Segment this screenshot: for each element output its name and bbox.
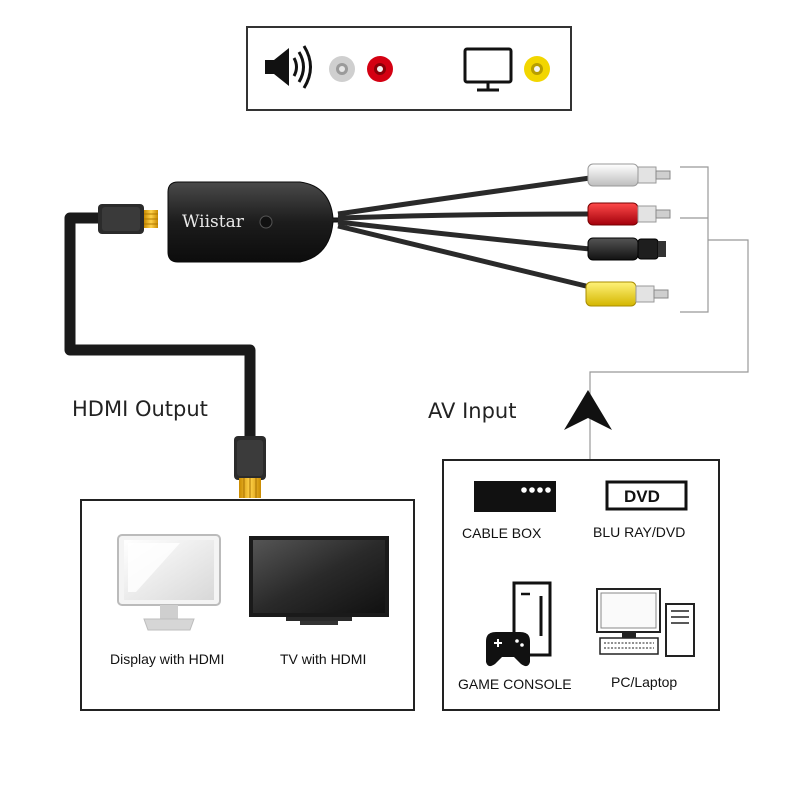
bottom-hdmi-plug	[234, 436, 266, 498]
game-console-label: GAME CONSOLE	[458, 676, 572, 692]
cable-box-icon	[474, 481, 556, 512]
game-console-icon	[486, 581, 552, 667]
adapter-body: Wiistar	[167, 181, 341, 263]
red-jack-icon	[367, 56, 393, 82]
left-hdmi-plug	[98, 204, 158, 234]
hdmi-output-label: HDMI Output	[72, 397, 208, 421]
tv-icon	[249, 536, 389, 625]
red-rca-plug	[587, 202, 671, 226]
legend-box	[246, 26, 572, 111]
yellow-jack-icon	[524, 56, 550, 82]
rca-cables	[337, 175, 591, 290]
speaker-icon	[265, 45, 312, 89]
tv-hdmi-label: TV with HDMI	[280, 651, 366, 667]
cable-box-label: CABLE BOX	[462, 525, 542, 541]
av-devices-box: CABLE BOX DVD BLU RAY/DVD GAME CONSOLE	[442, 459, 720, 711]
arrow-up-icon	[564, 390, 612, 430]
white-rca-plug	[587, 163, 671, 187]
dvd-player-icon: DVD	[605, 480, 688, 511]
pc-icon	[596, 588, 695, 657]
av-input-label: AV Input	[428, 399, 516, 423]
black-rca-jack	[587, 237, 666, 261]
dvd-badge-label: DVD	[624, 487, 660, 506]
display-hdmi-label: Display with HDMI	[110, 651, 224, 667]
yellow-rca-plug	[585, 281, 669, 307]
bluray-dvd-label: BLU RAY/DVD	[593, 524, 685, 540]
white-jack-icon	[329, 56, 355, 82]
monitor-icon	[463, 47, 513, 92]
hdmi-cable	[64, 212, 256, 440]
adapter-brand-label: Wiistar	[182, 212, 245, 232]
hdmi-devices-box: Display with HDMI TV with HDMI	[80, 499, 415, 711]
pc-laptop-label: PC/Laptop	[611, 674, 677, 690]
display-monitor-icon	[117, 534, 221, 631]
